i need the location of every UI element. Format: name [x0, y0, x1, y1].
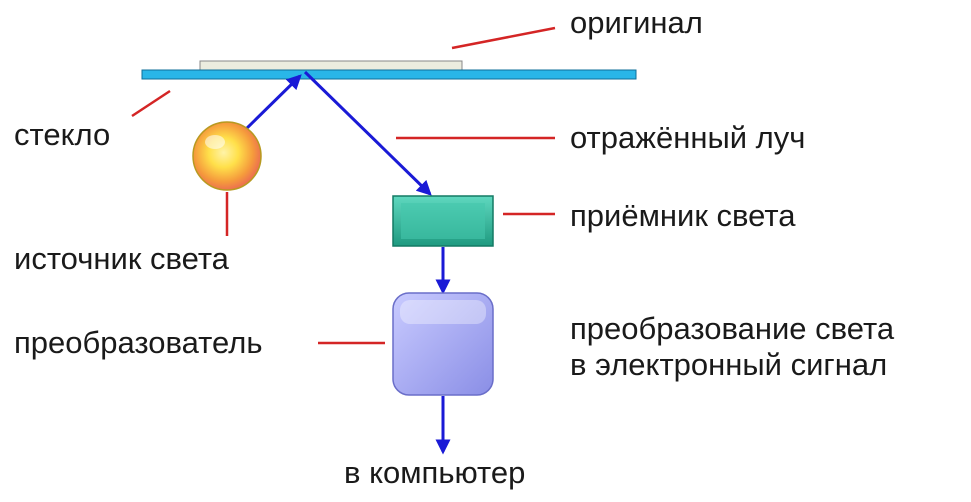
glass-plate [141, 69, 637, 80]
light-receiver-bevel [401, 203, 485, 239]
label-to-computer: в компьютер [344, 455, 526, 490]
converter-highlight [400, 300, 486, 324]
label-reflected-ray: отражённый луч [570, 120, 806, 155]
lamp-icon [192, 121, 262, 191]
label-glass: стекло [14, 117, 111, 152]
label-conversion-line1: преобразование света [570, 311, 895, 346]
leader-glass [131, 89, 171, 118]
converter-block [392, 292, 494, 396]
label-conversion-line2: в электронный сигнал [570, 347, 888, 382]
label-light-source: источник света [14, 241, 229, 276]
label-light-receiver: приёмник света [570, 198, 796, 233]
leader-original [451, 26, 556, 50]
incident-ray [243, 74, 302, 132]
label-converter: преобразователь [14, 325, 263, 360]
lamp-highlight [205, 135, 225, 149]
label-original: оригинал [570, 5, 703, 40]
reflected-ray-arrow [303, 70, 432, 196]
